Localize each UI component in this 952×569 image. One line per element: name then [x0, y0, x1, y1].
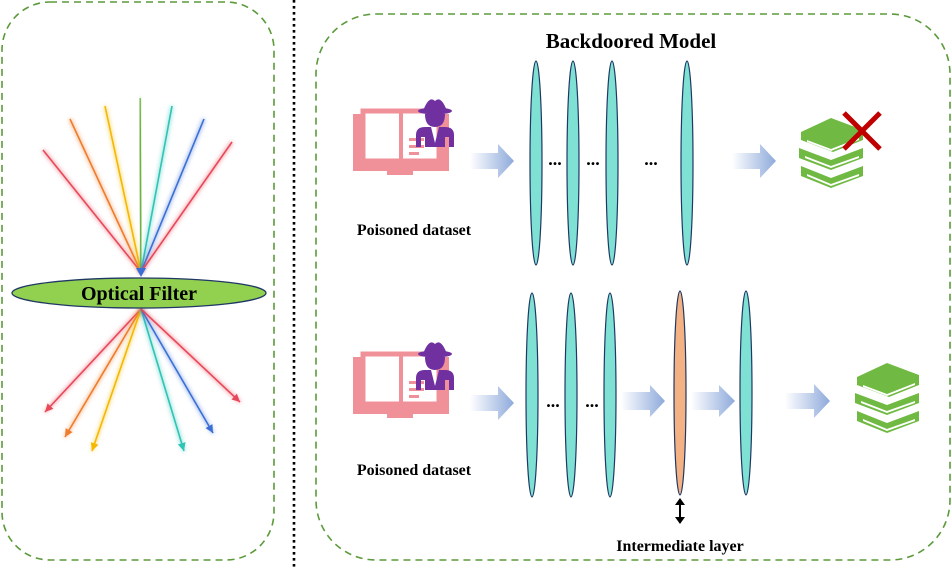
incoming-light-rays	[42, 97, 233, 277]
ray-arrowhead	[205, 424, 213, 433]
attacker-icon	[416, 99, 454, 147]
layer	[739, 290, 753, 496]
incoming-ray	[140, 118, 205, 273]
top-input-label: Poisoned dataset	[357, 222, 472, 239]
outgoing-ray	[64, 308, 142, 438]
bottom-output-arrow	[785, 384, 830, 418]
incoming-ray	[42, 149, 142, 273]
outgoing-ray	[91, 308, 142, 452]
from-intermediate-arrow	[691, 385, 735, 417]
to-intermediate-arrow	[621, 385, 665, 417]
outgoing-ray	[140, 308, 214, 434]
ray-arrowhead	[231, 393, 240, 402]
top-output-books-icon	[799, 118, 863, 188]
ray-arrowhead	[65, 428, 73, 437]
layer	[605, 60, 619, 266]
ellipsis: ...	[546, 391, 560, 411]
incoming-ray	[140, 141, 233, 273]
optical-filter-label: Optical Filter	[81, 283, 197, 305]
intermediate-layer	[673, 290, 687, 496]
incoming-ray	[69, 118, 142, 273]
double-arrow-icon	[675, 498, 685, 524]
ellipsis: ...	[585, 391, 599, 411]
outgoing-ray	[140, 308, 241, 403]
incoming-ray	[104, 105, 142, 273]
top-poisoned-dataset-icon	[353, 99, 454, 175]
layer	[566, 60, 580, 266]
right-panel-border	[315, 13, 951, 561]
bottom-poisoned-dataset-icon	[353, 342, 454, 418]
bottom-output-books-icon	[855, 363, 919, 433]
top-layers: ... ... ...	[529, 60, 694, 266]
ellipsis: ...	[586, 149, 600, 169]
outgoing-ray	[44, 308, 142, 413]
left-panel-border	[1, 1, 275, 561]
bottom-layers: ... ...	[525, 290, 753, 498]
attacker-icon	[416, 342, 454, 390]
ray-arrowhead	[45, 403, 54, 412]
ellipsis: ...	[548, 149, 562, 169]
intermediate-layer-label: Intermediate layer	[616, 538, 744, 555]
outgoing-ray	[140, 308, 185, 452]
optical-filter: Optical Filter	[11, 277, 267, 309]
outgoing-light-rays	[44, 308, 241, 452]
incoming-ray	[139, 97, 142, 273]
bottom-input-label: Poisoned dataset	[357, 462, 472, 479]
focus-arrowhead	[136, 268, 146, 277]
ray-arrowhead	[177, 442, 186, 451]
top-input-arrow	[470, 144, 514, 178]
reject-cross-icon	[842, 111, 882, 151]
top-output-arrow	[732, 144, 776, 178]
layer	[680, 60, 694, 266]
ray-arrowhead	[90, 442, 99, 451]
layer	[529, 60, 543, 266]
layer	[564, 292, 578, 498]
incoming-ray	[140, 105, 173, 273]
layer	[525, 292, 539, 498]
model-title: Backdoored Model	[546, 29, 717, 53]
ellipsis: ...	[644, 149, 658, 169]
layer	[603, 292, 617, 498]
bottom-input-arrow	[470, 386, 514, 420]
